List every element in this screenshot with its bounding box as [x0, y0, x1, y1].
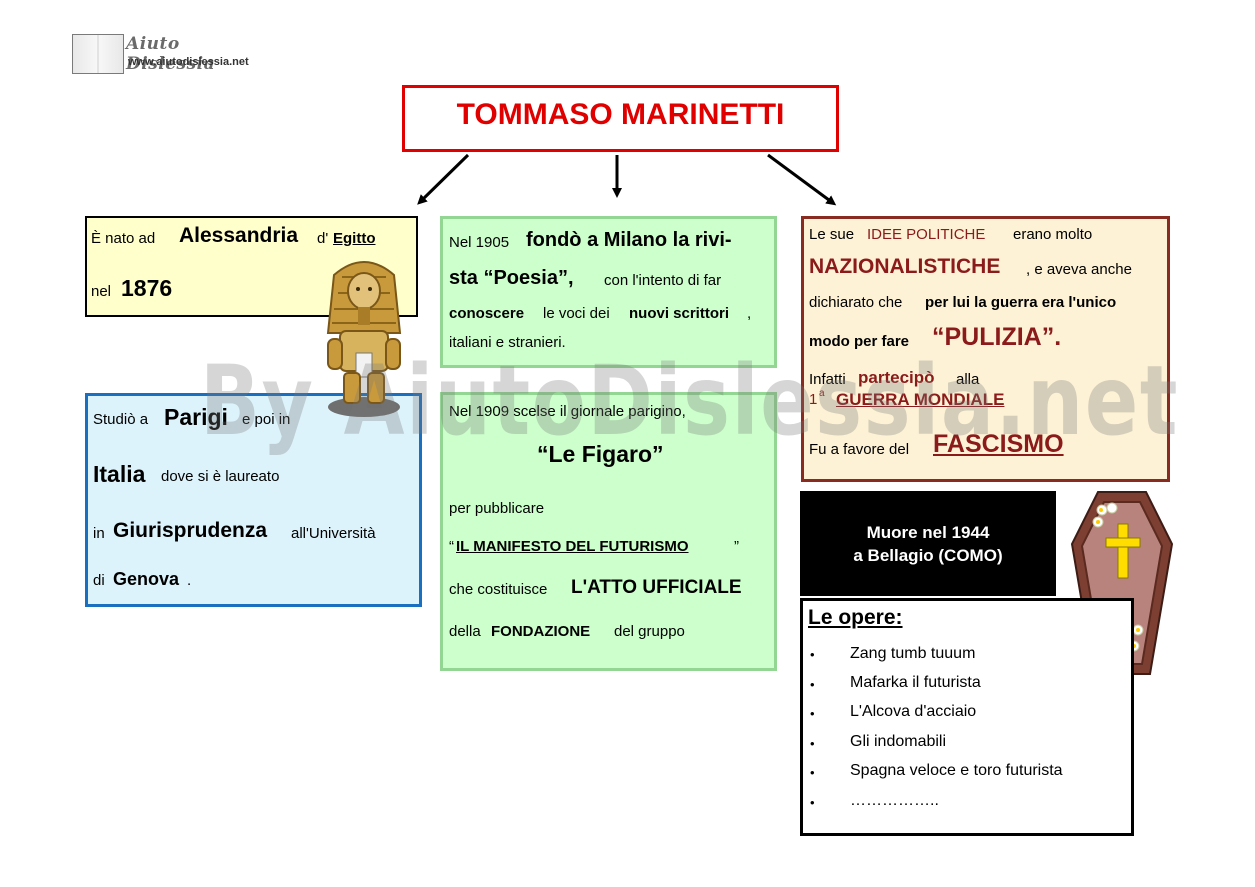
text-italia: Italia [93, 461, 145, 488]
arrow-right [768, 155, 833, 203]
text-costituisce: che costituisce [449, 581, 547, 598]
text-poesia: sta “Poesia”, [449, 267, 574, 290]
text-alla: alla [956, 371, 979, 388]
text-aveva: , e aveva anche [1026, 261, 1132, 278]
text-parigi: Parigi [164, 404, 228, 431]
text-year: 1876 [121, 275, 172, 302]
text-fondo: fondò a Milano la rivi- [526, 229, 732, 252]
text-nel: nel [91, 283, 111, 300]
text-epoi: e poi in [242, 411, 290, 428]
text-nuovi: nuovi scrittori [629, 305, 729, 322]
text-partecipo: partecipò [858, 368, 935, 388]
text-dichiarato: dichiarato che [809, 294, 902, 311]
box-1909: Nel 1909 scelse il giornale parigino, “L… [440, 392, 777, 671]
opera-title: Zang tumb tuuum [850, 645, 975, 663]
text-di: di [93, 572, 105, 589]
text-idee: IDEE POLITICHE [867, 226, 985, 243]
text-alessandria: Alessandria [179, 224, 298, 248]
text-modo: modo per fare [809, 333, 909, 350]
text-nato: È nato ad [91, 230, 155, 247]
text-manifesto: IL MANIFESTO DEL FUTURISMO [456, 538, 689, 555]
text-comma: , [747, 305, 751, 322]
text-voci: le voci dei [543, 305, 610, 322]
text-infatti: Infatti [809, 371, 846, 388]
pharaoh-icon [312, 255, 416, 421]
opera-title: L'Alcova d'acciaio [850, 703, 976, 721]
text-1909: Nel 1909 scelse il giornale parigino, [449, 403, 686, 420]
text-pulizia: “PULIZIA”. [932, 323, 1061, 352]
opere-heading: Le opere: [808, 606, 903, 630]
box-opere: Le opere: • Zang tumb tuuum • Mafarka il… [800, 598, 1134, 836]
text-atto: L'ATTO UFFICIALE [571, 577, 742, 599]
text-genova: Genova [113, 569, 179, 590]
text-gruppo: del gruppo [614, 623, 685, 640]
text-dot: . [187, 572, 191, 589]
text-conoscere: conoscere [449, 305, 524, 322]
text-fascismo: FASCISMO [933, 430, 1064, 459]
text-erano: erano molto [1013, 226, 1092, 243]
text-giurisprudenza: Giurisprudenza [113, 519, 267, 543]
text-intento: con l'intento di far [604, 272, 721, 289]
text-fu: Fu a favore del [809, 441, 909, 458]
text-1905: Nel 1905 [449, 234, 509, 251]
text-ordinal: a [819, 388, 825, 399]
text-death-line1: Muore nel 1944 [800, 523, 1056, 543]
text-studio: Studiò a [93, 411, 148, 428]
box-1905: Nel 1905 fondò a Milano la rivi- sta “Po… [440, 216, 777, 368]
text-universita: all'Università [291, 525, 376, 542]
text-death-line2: a Bellagio (COMO) [800, 546, 1056, 566]
text-fondazione: FONDAZIONE [491, 623, 590, 640]
text-perlui: per lui la guerra era l'unico [925, 294, 1116, 311]
arrow-left [420, 155, 468, 202]
opera-title: Spagna veloce e toro futurista [850, 762, 1063, 780]
text-laureato: dove si è laureato [161, 468, 279, 485]
box-death: Muore nel 1944 a Bellagio (COMO) [800, 491, 1056, 596]
box-politics: Le sue IDEE POLITICHE erano molto NAZION… [801, 216, 1170, 482]
text-le-sue: Le sue [809, 226, 854, 243]
text-per: per pubblicare [449, 500, 544, 517]
text-della: della [449, 623, 481, 640]
text-figaro: “Le Figaro” [537, 441, 664, 468]
text-d: d' [317, 230, 328, 247]
text-egitto: Egitto [333, 230, 376, 247]
text-quote-open: “ [449, 538, 454, 555]
text-in: in [93, 525, 105, 542]
opera-title: Gli indomabili [850, 733, 946, 751]
text-quote-close: ” [734, 538, 739, 555]
opera-title: Mafarka il futurista [850, 674, 981, 692]
opera-title: …………….. [850, 792, 939, 810]
text-one: 1 [809, 391, 817, 408]
text-guerra: GUERRA MONDIALE [836, 390, 1004, 410]
text-nazionalistiche: NAZIONALISTICHE [809, 255, 1000, 279]
text-italiani: italiani e stranieri. [449, 334, 566, 351]
box-study: Studiò a Parigi e poi in Italia dove si … [85, 393, 422, 607]
